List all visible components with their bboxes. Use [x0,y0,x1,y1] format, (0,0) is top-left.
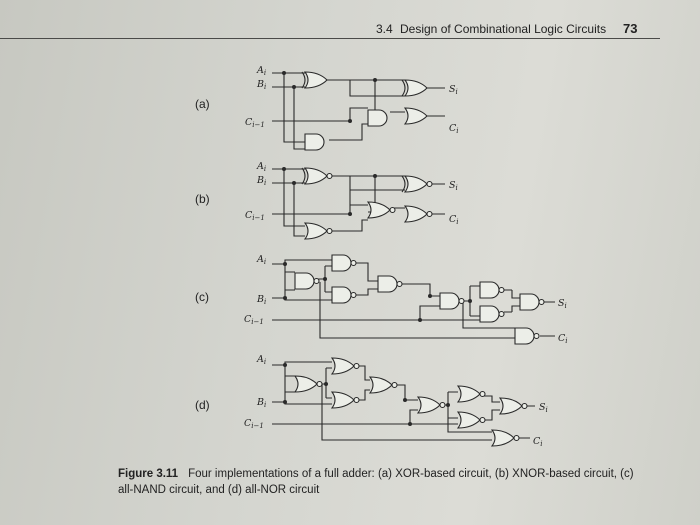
nand-gate [331,286,357,304]
panel-label-d: (d) [195,398,210,412]
output-c-label: Ci [558,333,568,345]
nor-gate [491,429,520,447]
caption-text: -based circuit, (c) all- [118,468,634,496]
output-c-label: Ci [449,123,459,135]
caption-text: -based circuit, (b) [420,468,513,480]
nor-gate [499,397,528,415]
panel-c: (c) Ai Bi Ci−1 Si Ci [195,254,568,345]
input-b-label: Bi [256,79,266,91]
panel-b: (b) Ai Bi Ci−1 Si Ci [195,161,459,240]
panel-a: (a) Ai Bi Ci−1 Si Ci [195,65,459,151]
nor-gate [331,391,360,409]
caption-text: circuit, and (d) all- [165,484,261,496]
caption-text: Four implementations of a full adder: (a… [188,468,396,480]
header-rule [0,38,660,39]
nand-gate [519,293,545,311]
input-c-label: Ci−1 [245,117,265,129]
nand-gate [294,272,320,290]
input-a-label: Ai [256,161,266,173]
output-s-label: Si [449,180,458,192]
output-c-label: Ci [449,214,459,226]
and-gate [304,133,325,151]
or-gate [404,107,428,125]
panel-label-c: (c) [195,290,209,304]
figure-number: Figure 3.11 [118,468,179,480]
nor-gate [294,375,323,393]
input-c-label: Ci−1 [244,314,264,326]
nor-gate [369,376,398,394]
xnor-gate [401,175,433,193]
panel-label-b: (b) [195,192,210,206]
caption-xnor: XNOR [512,468,546,480]
input-b-label: Bi [256,397,266,409]
figure-caption: Figure 3.11 Four implementations of a ful… [118,466,638,498]
input-c-label: Ci−1 [245,210,265,222]
xor-gate [301,71,328,89]
panel-d: (d) Ai Bi Ci−1 Si Ci [195,354,548,448]
caption-nand: NAND [133,484,166,496]
running-title: Design of Combinational Logic Circuits [400,22,607,36]
nor-gate [457,385,486,403]
nor-gate [404,205,433,223]
nand-gate [514,327,540,345]
and-gate [367,109,388,127]
xor-gate [401,79,428,97]
xnor-gate [301,167,333,185]
output-s-label: Si [449,84,458,96]
output-c-label: Ci [533,436,543,448]
nor-gate [304,222,333,240]
nor-gate [331,357,360,375]
caption-nor: NOR [260,484,287,496]
input-b-label: Bi [256,294,266,306]
input-a-label: Ai [256,354,266,366]
section-number: 3.4 [376,22,393,36]
nand-gate [377,275,403,293]
panel-label-a: (a) [195,97,210,111]
output-s-label: Si [539,402,548,414]
nand-gate [479,281,505,299]
nor-gate [457,411,486,429]
output-s-label: Si [558,298,567,310]
caption-text: circuit [286,484,320,496]
input-a-label: Ai [256,65,266,77]
caption-xor: XOR [395,468,421,480]
input-b-label: Bi [256,175,266,187]
nor-gate [367,201,396,219]
nor-gate [417,396,446,414]
nand-gate [331,254,357,272]
nand-gate [439,292,465,310]
page-number: 73 [623,21,638,36]
nand-gate [479,305,505,323]
input-a-label: Ai [256,254,266,266]
input-c-label: Ci−1 [244,418,264,430]
